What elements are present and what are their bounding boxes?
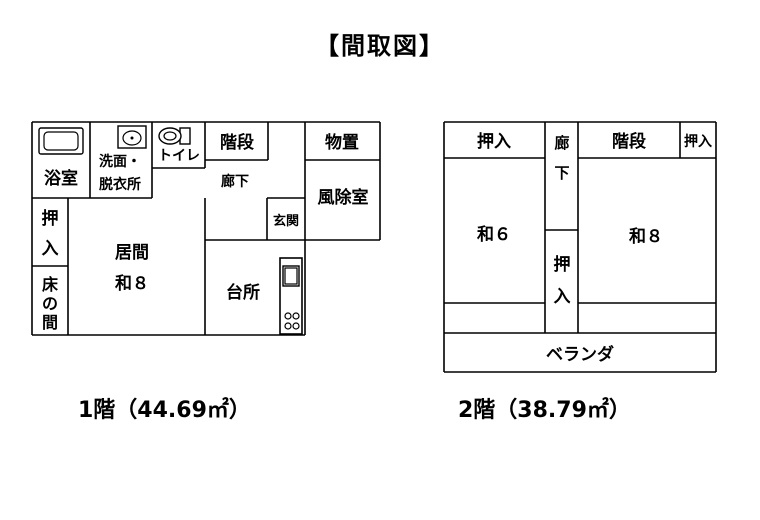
f2-closet-mid-label-line1: 押 xyxy=(554,254,571,275)
f2-stairs-label: 階段 xyxy=(612,131,646,152)
wash-label-line1: 洗面・ xyxy=(99,153,141,170)
alcove-label-line1: 床 xyxy=(42,275,59,294)
f2-hallway-label-line2: 下 xyxy=(554,164,569,182)
storage-label: 物置 xyxy=(325,132,359,153)
entrance-label: 玄関 xyxy=(273,213,299,229)
closet-label-line2: 入 xyxy=(42,239,59,259)
floor2-area-caption: 2階（38.79㎡） xyxy=(458,398,631,423)
toilet-label: トイレ xyxy=(158,148,200,164)
f2-closet-right-label: 押入 xyxy=(684,133,712,150)
living-room-size-label: 和８ xyxy=(115,274,149,294)
f2-closet-left-label: 押入 xyxy=(477,131,511,152)
f2-hallway-label-line1: 廊 xyxy=(554,134,569,152)
f2-veranda-label: ベランダ xyxy=(546,344,614,365)
f2-closet-mid-label-line2: 入 xyxy=(554,287,571,307)
f2-room8-label: 和８ xyxy=(629,227,663,247)
closet-label-line1: 押 xyxy=(42,208,59,229)
hallway-label: 廊下 xyxy=(221,173,249,190)
bathtub-icon xyxy=(38,127,84,155)
plan-title: 【間取図】 xyxy=(315,32,445,60)
kitchen-label: 台所 xyxy=(226,282,260,303)
alcove-label-line3: 間 xyxy=(42,313,58,332)
toilet-icon xyxy=(158,127,191,145)
floor2-plan: 押入 廊 下 階段 押入 和６ 和８ 押 入 ベランダ xyxy=(443,121,717,373)
stove-icon xyxy=(282,265,300,330)
wash-label-line2: 脱衣所 xyxy=(99,176,141,193)
alcove-label-line2: の xyxy=(42,294,58,313)
stairs-label: 階段 xyxy=(220,132,254,153)
washbasin-icon xyxy=(117,125,147,149)
windbreak-room-label: 風除室 xyxy=(318,187,369,208)
bath-label: 浴室 xyxy=(44,168,78,189)
floor1-plan: 浴室 洗面・ 脱衣所 トイレ 階段 物置 廊下 風除室 玄関 押 入 床 の 間… xyxy=(31,121,381,336)
floor1-area-caption: 1階（44.69㎡） xyxy=(78,398,251,423)
f2-room6-label: 和６ xyxy=(477,225,511,245)
living-room-label: 居間 xyxy=(115,243,149,263)
